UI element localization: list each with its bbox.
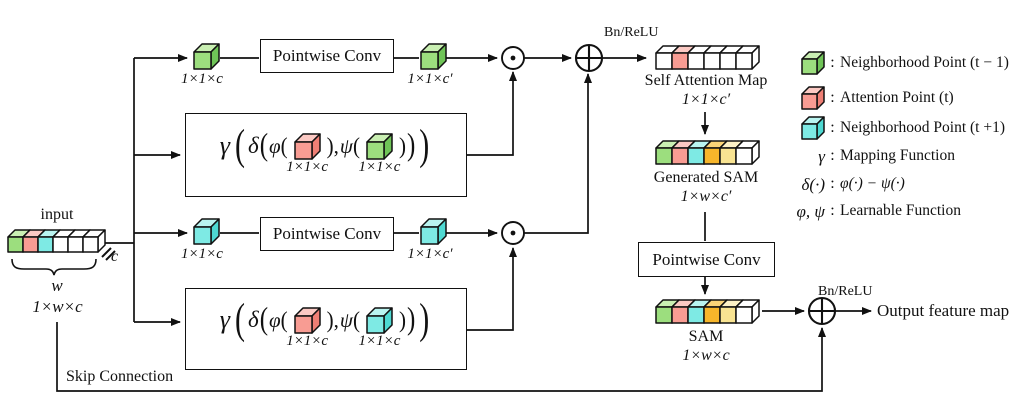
input-dim-label: 1×w×c: [32, 297, 83, 316]
legend-label: Neighborhood Point (t − 1): [840, 54, 1009, 71]
formula1-dim1: 1×1×c: [286, 158, 329, 175]
psi-symbol: ψ: [339, 133, 353, 158]
formula1-attention-cube: [293, 132, 321, 160]
formula-2: γ ( δ ( φ ( 1×1×c ) , ψ ( 1×1×c ) ) ): [219, 295, 430, 349]
self-attention-map-cubes: [655, 45, 760, 70]
input-feature-cubes: [7, 229, 106, 253]
pointwise-conv-label-3: Pointwise Conv: [652, 249, 761, 269]
delta-symbol: δ: [247, 133, 259, 158]
branch-mid-input-cube: [193, 218, 220, 245]
sam-cubes: [655, 299, 760, 324]
formula2-attention-cube: [293, 306, 321, 334]
input-width-brace: [11, 258, 97, 276]
bn-relu-label-bottom: Bn/ReLU: [818, 284, 873, 299]
input-width-label: w: [51, 276, 63, 295]
legend-cube-red: [801, 86, 825, 110]
legend-label: φ(·) − ψ(·): [840, 175, 905, 192]
self-attention-map-dim: 1×1×c′: [681, 91, 731, 108]
right-column-wires: [701, 112, 872, 315]
formula2-neighbor-cube: [366, 306, 393, 334]
gamma-delta-formula-box-2: γ ( δ ( φ ( 1×1×c ) , ψ ( 1×1×c ) ) ): [185, 288, 467, 370]
pointwise-conv-label-1: Pointwise Conv: [272, 46, 382, 65]
formula-1: γ ( δ ( φ ( 1×1×c ) , ψ ( 1×1×c ) ) ): [219, 121, 430, 175]
output-feature-map-label: Output feature map: [877, 301, 1010, 320]
delta-symbol: δ(·): [801, 174, 825, 194]
branch-mid-out-dim: 1×1×c′: [407, 246, 453, 262]
legend-item-neighborhood-prev: : Neighborhood Point (t − 1): [793, 49, 1035, 77]
input-depth-ticks: [101, 247, 116, 261]
legend-item-phi-psi: φ, ψ : Learnable Function: [793, 197, 1035, 225]
branch-top-output-cube: [420, 43, 447, 70]
pointwise-conv-label-2: Pointwise Conv: [272, 224, 382, 243]
branch-wires: [105, 54, 188, 326]
branch-top-out-dim: 1×1×c′: [407, 71, 453, 87]
arrow-formula2-to-multiply: [465, 247, 517, 331]
gamma-symbol: γ: [219, 131, 230, 160]
legend-item-neighborhood-next: : Neighborhood Point (t +1): [793, 114, 1035, 142]
branch-top-input-cube: [193, 43, 220, 70]
input-label: input: [40, 206, 74, 223]
mid-row-wires: [220, 73, 592, 331]
branch-mid-in-dim: 1×1×c: [181, 246, 223, 262]
skip-connection-label: Skip Connection: [66, 368, 174, 385]
legend-cube-green: [801, 51, 825, 75]
generated-sam-title: Generated SAM: [653, 169, 759, 186]
elementwise-add-op-output: [807, 296, 837, 326]
skip-connection-wire: [56, 322, 826, 392]
legend-item-delta: δ(·) : φ(·) − ψ(·): [793, 170, 1035, 198]
psi-symbol: ψ: [339, 307, 353, 332]
formula2-dim2: 1×1×c: [358, 332, 401, 349]
sam-title: SAM: [688, 328, 724, 345]
formula1-dim2: 1×1×c: [358, 158, 401, 175]
elementwise-multiply-op-mid: [501, 221, 525, 245]
generated-sam-dim: 1×w×c′: [680, 188, 732, 205]
pointwise-conv-box-2: Pointwise Conv: [260, 217, 394, 251]
arrow-skip-to-add: [56, 322, 826, 392]
legend-label: Learnable Function: [840, 202, 961, 219]
legend-item-attention: : Attention Point (t): [793, 84, 1035, 112]
delta-symbol: δ: [247, 307, 259, 332]
phi-symbol: φ: [269, 307, 281, 332]
branch-mid-output-cube: [420, 218, 447, 245]
arrow-multiply-mid-to-add: [524, 73, 592, 234]
top-row-wires: [220, 54, 647, 156]
gamma-symbol: γ: [219, 305, 230, 334]
legend-cube-cyan: [801, 116, 825, 140]
formula1-neighbor-cube: [366, 132, 393, 160]
elementwise-multiply-op-top: [501, 46, 525, 70]
legend-label: Attention Point (t): [840, 89, 954, 106]
arrow-formula1-to-multiply: [465, 71, 517, 156]
phi-symbol: φ: [269, 133, 281, 158]
elementwise-add-op-top: [574, 43, 604, 73]
pointwise-conv-box-3: Pointwise Conv: [638, 242, 775, 277]
gamma-symbol: γ: [818, 146, 825, 166]
phi-psi-symbol: φ, ψ: [796, 201, 825, 221]
legend-label: Mapping Function: [840, 147, 955, 164]
legend-item-gamma: γ : Mapping Function: [793, 142, 1035, 170]
formula2-dim1: 1×1×c: [286, 332, 329, 349]
gamma-delta-formula-box-1: γ ( δ ( φ ( 1×1×c ) , ψ ( 1×1×c ) ) ): [185, 113, 467, 197]
self-attention-map-title: Self Attention Map: [644, 72, 768, 89]
bn-relu-label-top: Bn/ReLU: [604, 25, 659, 40]
input-channel-label: c: [111, 248, 119, 265]
legend-label: Neighborhood Point (t +1): [840, 119, 1006, 136]
pointwise-conv-box-1: Pointwise Conv: [260, 39, 394, 73]
branch-top-in-dim: 1×1×c: [181, 71, 223, 87]
generated-sam-cubes: [655, 140, 760, 165]
sam-dim: 1×w×c: [682, 347, 730, 364]
